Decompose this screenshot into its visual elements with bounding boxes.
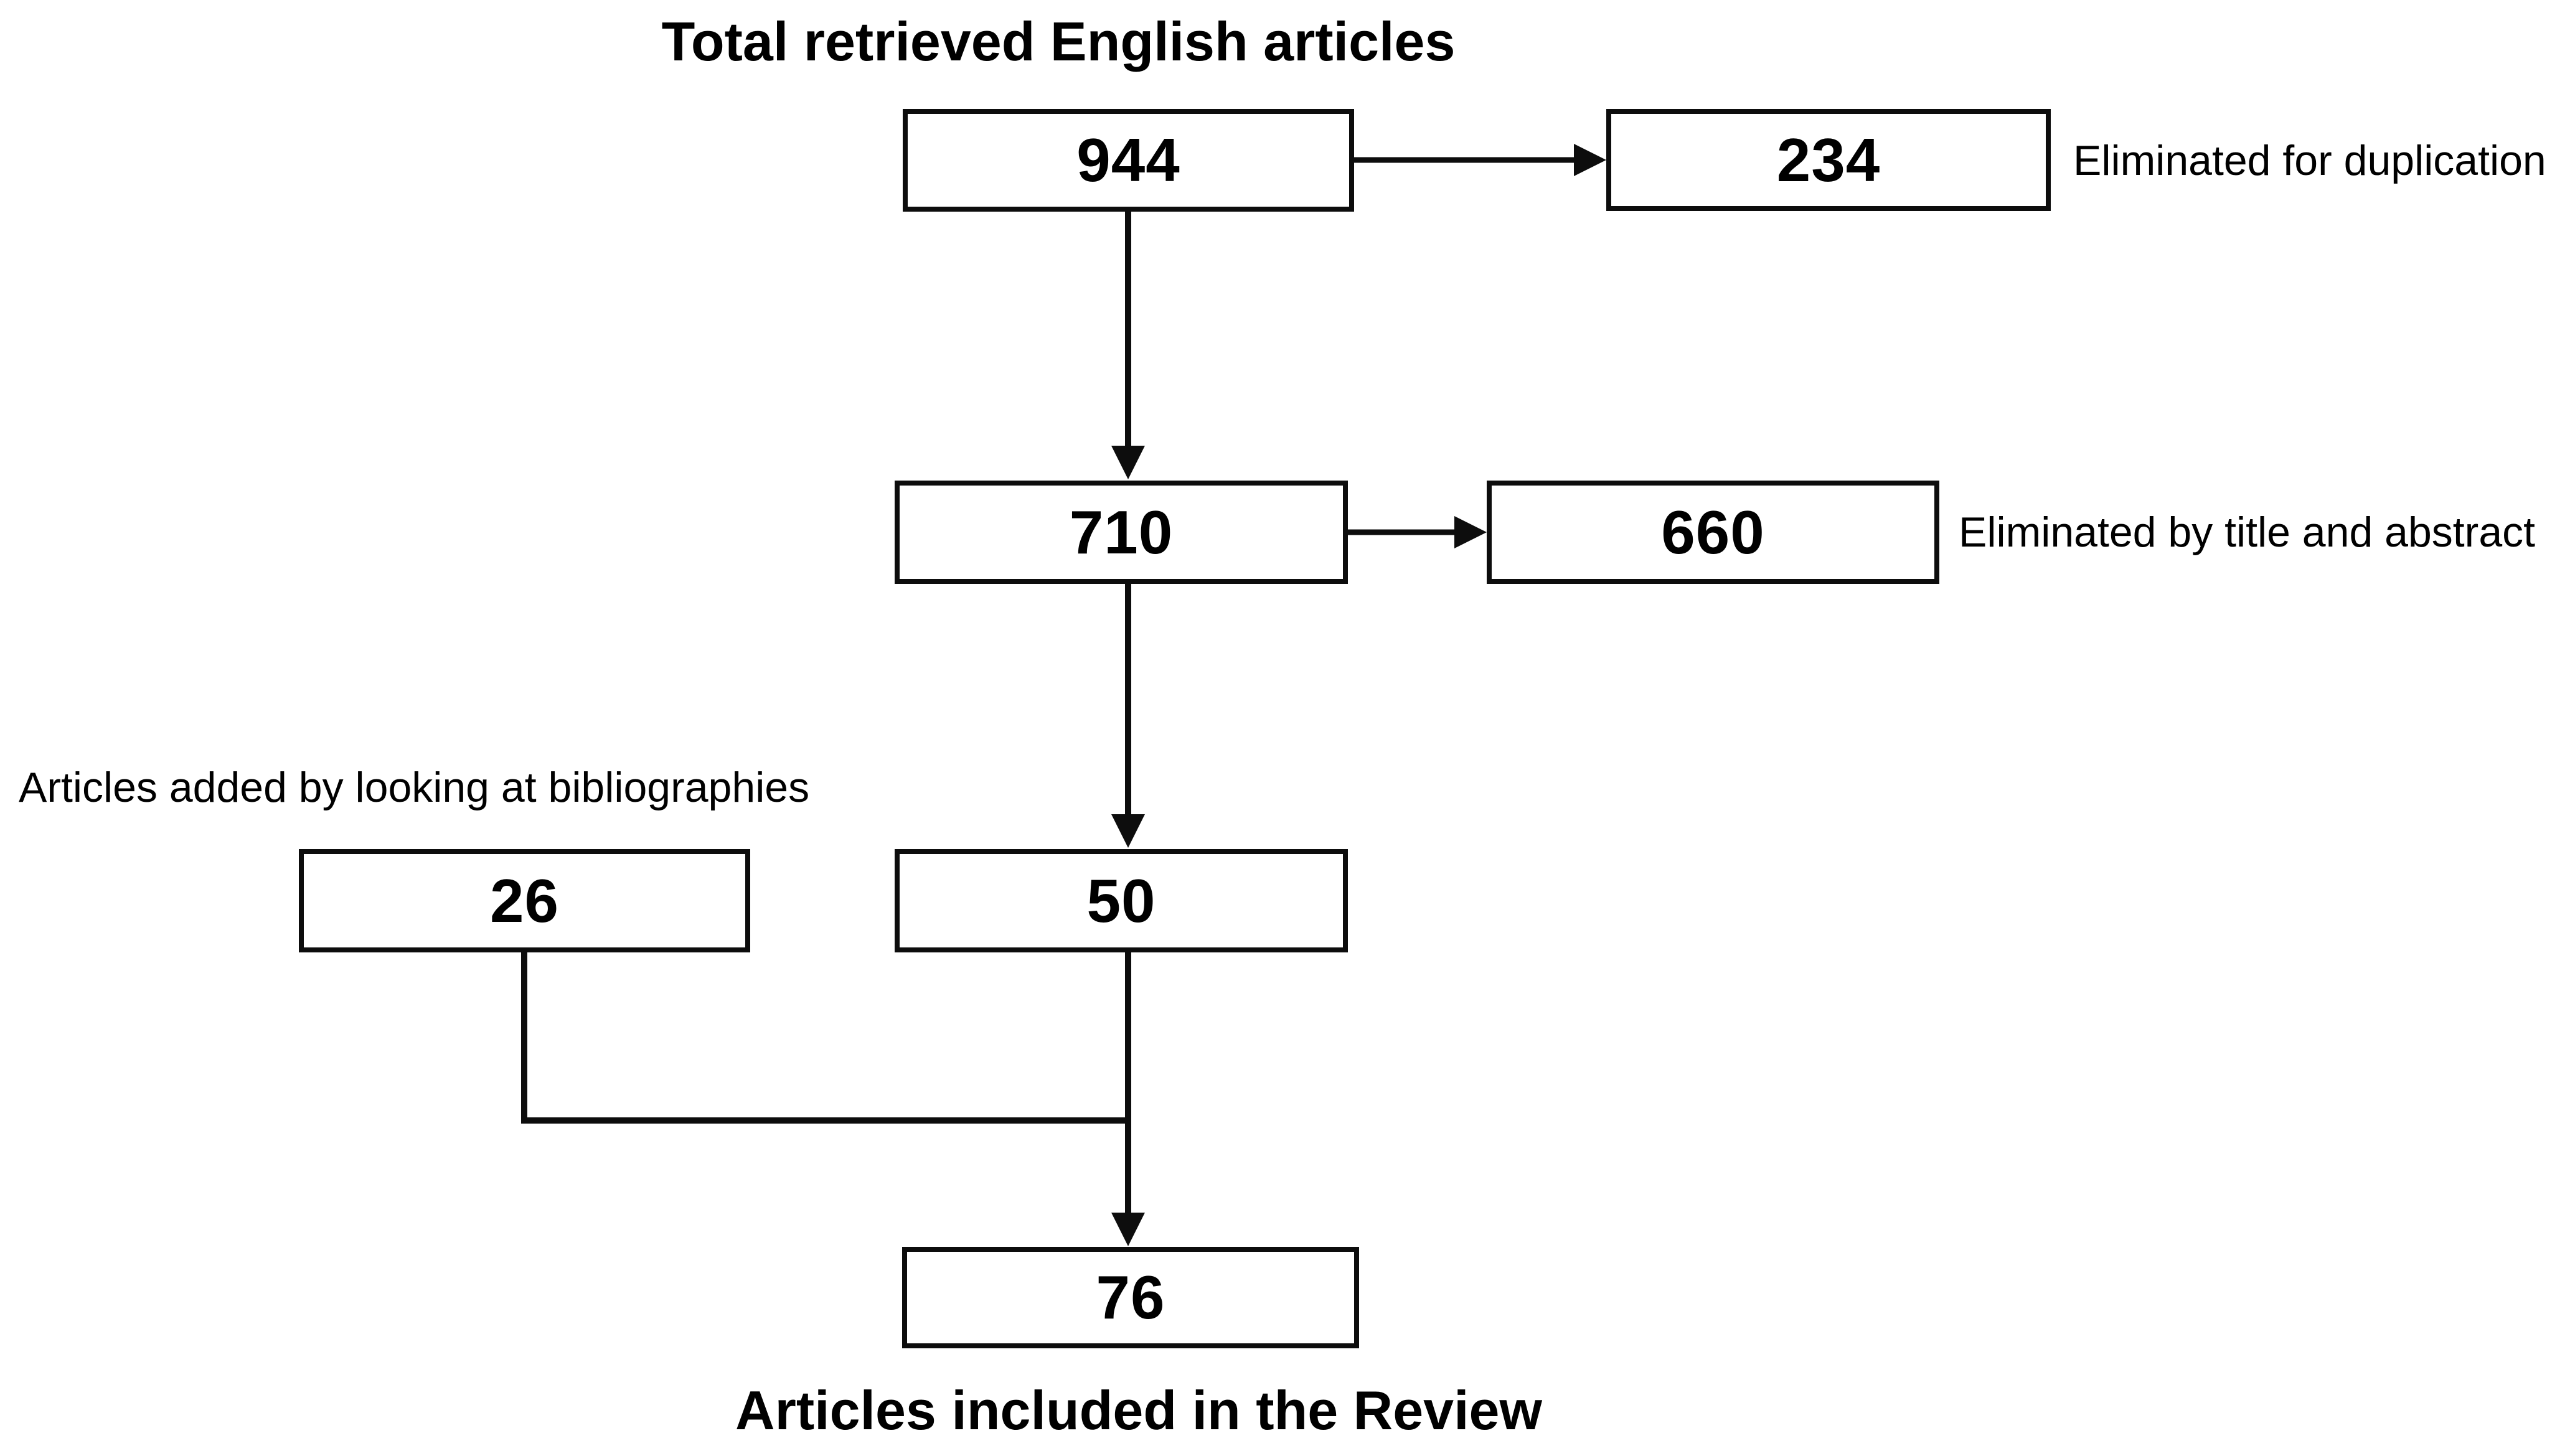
- diagram-title: Total retrieved English articles: [661, 11, 1456, 72]
- eliminated-title-abstract-label: Eliminated by title and abstract: [1959, 509, 2536, 556]
- arrow-right-icon: [1574, 144, 1606, 176]
- eliminated-duplication-label: Eliminated for duplication: [2073, 136, 2546, 184]
- bibliographies-caption: Articles added by looking at bibliograph…: [19, 764, 810, 811]
- arrow-down-icon: [1111, 446, 1145, 479]
- connector-bibliographies-to-merge: [521, 952, 1128, 1124]
- connector-after-dedup-to-excluded: [1348, 516, 1487, 548]
- box-screened-count: 50: [895, 849, 1348, 952]
- connector-after-dedup-to-screened: [1111, 584, 1145, 848]
- arrow-down-icon: [1111, 814, 1145, 848]
- box-bibliographies-count: 26: [299, 849, 750, 952]
- connector-retrieved-to-duplicates: [1354, 144, 1606, 176]
- connector-screened-to-included: [1111, 952, 1145, 1246]
- box-excluded-title-abstract-count: 660: [1487, 481, 1939, 584]
- box-retrieved-count: 944: [903, 109, 1354, 212]
- arrow-right-icon: [1454, 516, 1487, 548]
- box-after-dedup-count: 710: [895, 481, 1348, 584]
- connector-retrieved-to-after-dedup: [1111, 212, 1145, 479]
- box-duplicates-count: 234: [1606, 109, 2051, 211]
- box-included-count: 76: [902, 1247, 1359, 1348]
- arrow-down-icon: [1111, 1213, 1145, 1246]
- included-caption: Articles included in the Review: [735, 1379, 1542, 1441]
